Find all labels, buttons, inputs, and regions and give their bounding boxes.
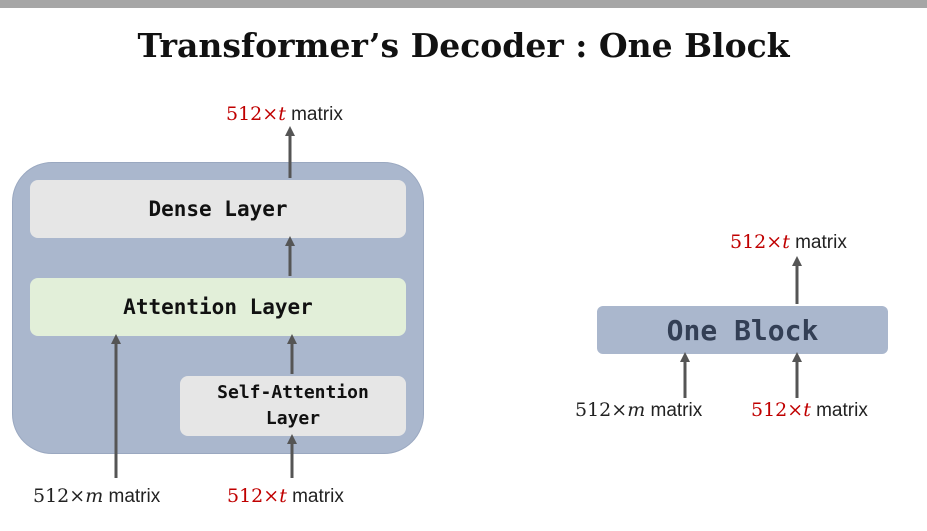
right-output-label: 512×t matrix: [730, 231, 847, 254]
slide-title: Transformer’s Decoder : One Block: [137, 26, 790, 65]
right-output-word: matrix: [795, 232, 847, 253]
one-block-box: One Block: [597, 306, 888, 354]
right-output-dim: 512×: [730, 231, 783, 253]
attention-layer-box: Attention Layer: [30, 278, 406, 336]
right-input-m-dim: 512×: [575, 399, 628, 421]
dense-layer-box: Dense Layer: [30, 180, 406, 238]
left-input-m-label: 512×m matrix: [33, 485, 160, 508]
self-attention-layer-label: Self-Attention Layer: [217, 380, 369, 432]
self-attention-line2: Layer: [265, 408, 321, 429]
left-output-dim: 512×: [226, 103, 279, 125]
right-input-t-dim: 512×: [751, 399, 804, 421]
left-input-m-dim: 512×: [33, 485, 86, 507]
dense-layer-label: Dense Layer: [148, 197, 288, 221]
right-input-m-word: matrix: [650, 400, 703, 421]
self-attention-layer-box: Self-Attention Layer: [180, 376, 406, 436]
right-input-m-label: 512×m matrix: [575, 399, 702, 422]
right-input-t-label: 512×t matrix: [751, 399, 868, 422]
left-output-var: t: [278, 103, 286, 125]
left-output-label: 512×t matrix: [226, 103, 343, 126]
left-input-m-var: m: [85, 485, 104, 507]
top-bar: [0, 0, 927, 8]
right-input-t-word: matrix: [816, 400, 868, 421]
left-input-t-var: t: [279, 485, 287, 507]
right-input-t-var: t: [803, 399, 811, 421]
right-output-var: t: [782, 231, 790, 253]
left-input-m-word: matrix: [108, 486, 161, 507]
self-attention-line1: Self-Attention: [217, 381, 369, 403]
left-input-t-label: 512×t matrix: [227, 485, 344, 508]
right-input-m-var: m: [627, 399, 646, 421]
left-output-word: matrix: [291, 104, 343, 125]
one-block-label: One Block: [666, 313, 819, 347]
left-input-t-dim: 512×: [227, 485, 280, 507]
left-input-t-word: matrix: [292, 486, 344, 507]
attention-layer-label: Attention Layer: [123, 295, 313, 319]
